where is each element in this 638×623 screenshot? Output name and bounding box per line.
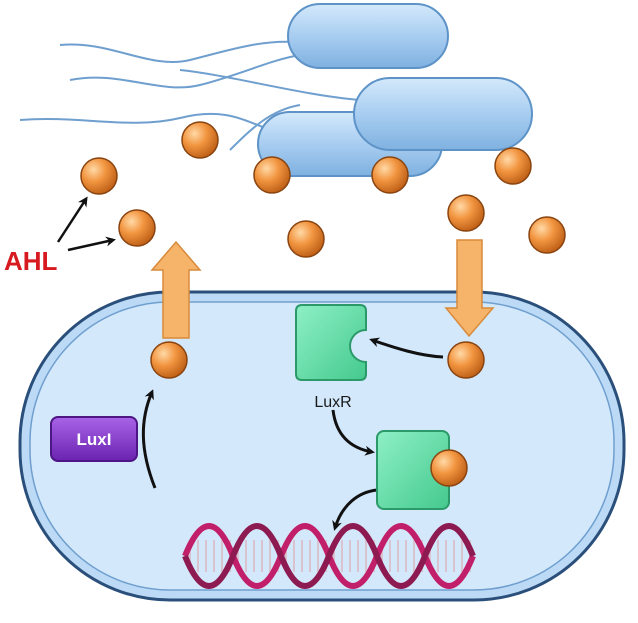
transcription-arrow <box>332 488 378 531</box>
ahl-pointer-arrows <box>56 196 116 252</box>
ahl-molecule-icon <box>430 449 468 487</box>
luxr-receptor-unbound <box>295 304 367 381</box>
process-arrows <box>141 337 444 531</box>
ahl-molecule-icon <box>253 156 291 194</box>
import-arrow <box>444 239 495 338</box>
ahl-molecule-icon <box>371 156 409 194</box>
ahl-molecule-icon <box>494 147 532 185</box>
bacterium-right <box>353 77 533 151</box>
synthesis-arrow <box>141 389 157 489</box>
ahl-molecule-icon <box>528 216 566 254</box>
ahl-molecule-icon <box>447 194 485 232</box>
bacterium-top <box>287 3 449 69</box>
luxr-label: LuxR <box>314 394 351 411</box>
ahl-molecule-icon <box>287 220 325 258</box>
ahl-molecule-icon <box>447 341 485 379</box>
ahl-molecule-icon <box>80 157 118 195</box>
binding-arrow <box>369 337 444 359</box>
flagella <box>19 40 361 151</box>
export-arrow <box>150 240 202 339</box>
luxi-enzyme: LuxI <box>50 416 138 462</box>
ahl-molecule-icon <box>181 121 219 159</box>
dna-helix-icon <box>182 523 476 589</box>
ahl-molecules <box>80 121 566 487</box>
ahl-molecule-icon <box>150 341 188 379</box>
luxi-label: LuxI <box>77 430 112 449</box>
activation-arrow <box>331 409 375 456</box>
ahl-label: AHL <box>4 246 58 276</box>
ahl-molecule-icon <box>118 209 156 247</box>
